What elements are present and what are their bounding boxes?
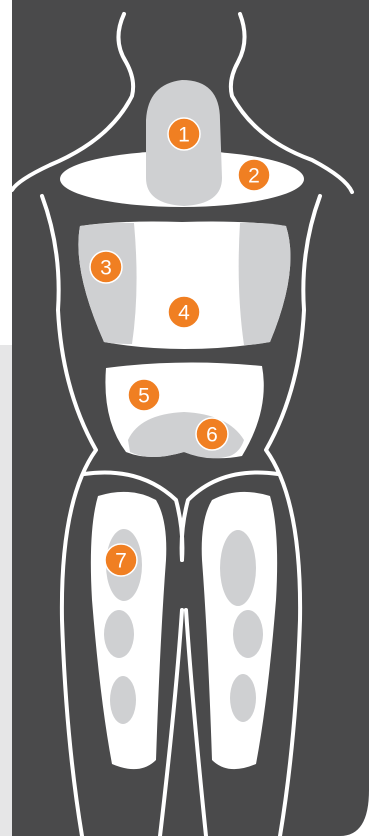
- zone-marker-1: 1: [168, 118, 200, 150]
- zone-marker-2: 2: [238, 159, 270, 191]
- zone-marker-7: 7: [105, 544, 137, 576]
- zone-marker-label: 7: [115, 550, 127, 573]
- zone-marker-label: 6: [206, 424, 218, 447]
- zone-marker-label: 3: [100, 257, 112, 280]
- zone-marker-label: 2: [248, 165, 260, 188]
- zone-marker-5: 5: [128, 379, 160, 411]
- zone-marker-4: 4: [168, 296, 200, 328]
- zone-marker-label: 4: [178, 302, 190, 325]
- zone-marker-6: 6: [196, 418, 228, 450]
- zone-marker-label: 5: [138, 385, 150, 408]
- zone-marker-label: 1: [178, 124, 190, 147]
- light-panel: [0, 345, 12, 836]
- zone-marker-3: 3: [90, 251, 122, 283]
